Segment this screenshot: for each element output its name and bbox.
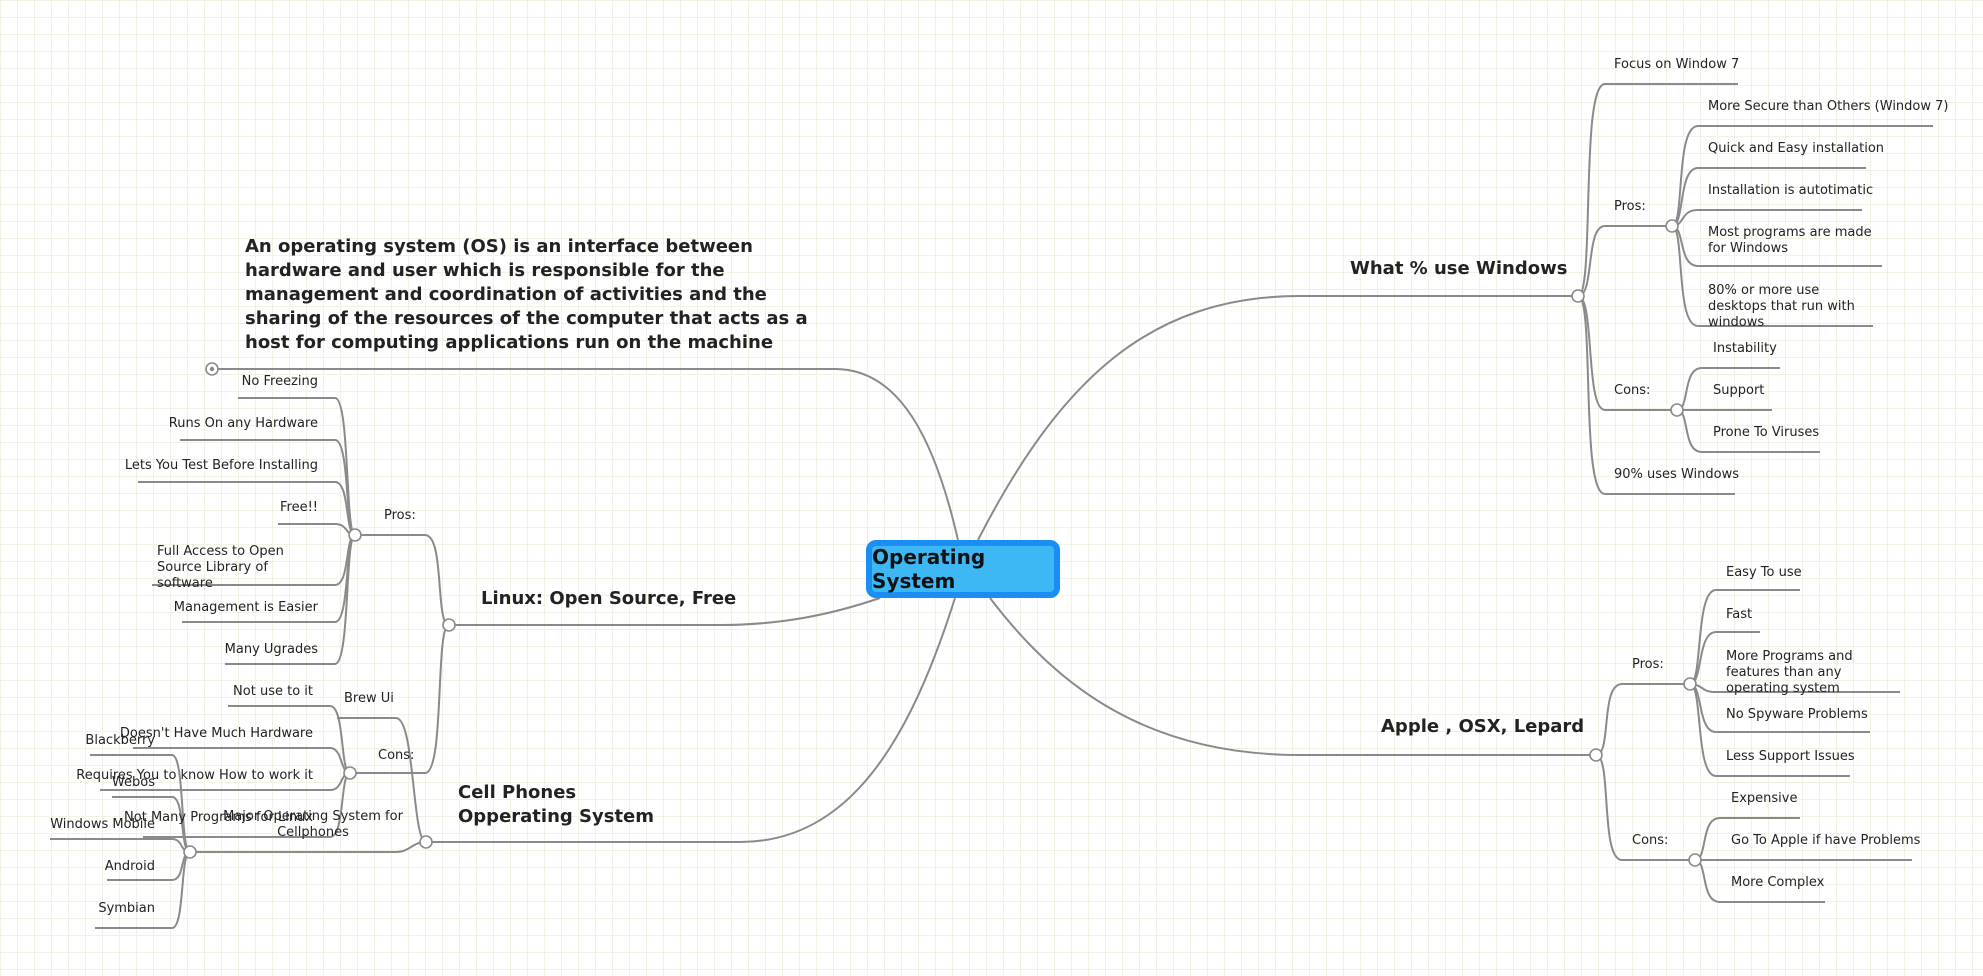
cell-brew-ui[interactable]: Brew Ui <box>344 691 394 706</box>
collapse-knob-dot[interactable] <box>209 366 215 372</box>
apple-con-item[interactable]: Go To Apple if have Problems <box>1731 833 1921 848</box>
linux-con-item[interactable]: Requires You to know How to work it <box>76 768 313 783</box>
connector-line <box>50 838 191 853</box>
central-topic[interactable]: Operating System <box>866 540 1060 598</box>
connector-line <box>350 624 450 774</box>
connector-line <box>1595 683 1690 756</box>
apple-pros-label[interactable]: Pros: <box>1632 657 1664 672</box>
apple-pro-item[interactable]: Easy To use <box>1726 565 1802 580</box>
connector-central-cell <box>426 597 956 843</box>
collapse-knob[interactable] <box>1665 219 1679 233</box>
branch-cell-phones[interactable]: Cell Phones Opperating System <box>458 782 655 827</box>
linux-con-item[interactable]: Not use to it <box>233 684 313 699</box>
linux-pro-item[interactable]: Management is Easier <box>173 600 318 615</box>
windows-pro-item[interactable]: Most programs are made for Windows <box>1708 225 1872 256</box>
windows-focus[interactable]: Focus on Window 7 <box>1614 57 1740 72</box>
connector-central-linux <box>449 597 881 626</box>
connector-line <box>337 717 427 843</box>
connector-line <box>138 481 356 536</box>
cell-os-item[interactable]: Symbian <box>98 901 155 916</box>
linux-pro-item[interactable]: No Freezing <box>241 374 318 389</box>
connector-central-windows <box>977 295 1578 541</box>
collapse-knob[interactable] <box>1688 853 1702 867</box>
cell-os-item[interactable]: Android <box>104 859 155 874</box>
cell-os-item[interactable]: Webos <box>111 775 155 790</box>
windows-pro-item[interactable]: 80% or more use desktops that run with w… <box>1708 283 1855 330</box>
windows-pro-item[interactable]: Installation is autotimatic <box>1708 183 1874 198</box>
connector-line <box>1577 83 1738 297</box>
connector-line <box>1577 295 1677 411</box>
apple-cons-label[interactable]: Cons: <box>1632 833 1669 848</box>
linux-con-item[interactable]: Doesn't Have Much Hardware <box>119 726 313 741</box>
linux-pros-label[interactable]: Pros: <box>384 508 416 523</box>
description-topic[interactable]: An operating system (OS) is an interface… <box>245 236 808 353</box>
collapse-knob[interactable] <box>343 766 357 780</box>
cell-major-os-label[interactable]: Major Operating System for Cellphones <box>223 809 403 840</box>
windows-pros-label[interactable]: Pros: <box>1614 199 1646 214</box>
linux-cons-label[interactable]: Cons: <box>378 748 415 763</box>
apple-pro-item[interactable]: Less Support Issues <box>1726 749 1855 764</box>
collapse-knob[interactable] <box>1670 403 1684 417</box>
windows-pro-item[interactable]: More Secure than Others (Window 7) <box>1708 99 1949 114</box>
connector-line <box>355 534 450 626</box>
connector-line <box>1577 295 1735 495</box>
branch-windows[interactable]: What % use Windows <box>1350 258 1568 279</box>
windows-cons-label[interactable]: Cons: <box>1614 383 1651 398</box>
linux-pro-item[interactable]: Full Access to Open Source Library of so… <box>157 544 284 591</box>
collapse-knob[interactable] <box>183 845 197 859</box>
connector-line <box>180 439 356 536</box>
apple-pro-item[interactable]: Fast <box>1726 607 1753 622</box>
connector-line <box>1577 225 1672 297</box>
branch-apple[interactable]: Apple , OSX, Lepard <box>1381 716 1585 737</box>
windows-con-item[interactable]: Instability <box>1713 341 1777 356</box>
connector-line <box>190 841 427 853</box>
connector-line <box>225 534 356 665</box>
windows-con-item[interactable]: Prone To Viruses <box>1713 425 1820 440</box>
collapse-knob[interactable] <box>419 835 433 849</box>
windows-pro-item[interactable]: Quick and Easy installation <box>1708 141 1885 156</box>
apple-con-item[interactable]: Expensive <box>1731 791 1798 806</box>
collapse-knob[interactable] <box>1683 677 1697 691</box>
apple-pro-item[interactable]: More Programs and features than any oper… <box>1726 649 1853 696</box>
connector-line <box>1595 754 1695 861</box>
cell-os-item[interactable]: Windows Mobile <box>50 817 155 832</box>
linux-pro-item[interactable]: Runs On any Hardware <box>168 416 318 431</box>
cell-os-item[interactable]: Blackberry <box>85 733 155 748</box>
linux-pro-item[interactable]: Many Ugrades <box>224 642 318 657</box>
windows-con-item[interactable]: Support <box>1713 383 1765 398</box>
linux-con-item[interactable]: Not Many Programs for Linux <box>124 810 313 825</box>
collapse-knob[interactable] <box>1571 289 1585 303</box>
connector-central-description <box>212 368 959 541</box>
connector-central-apple <box>989 597 1596 756</box>
apple-pro-item[interactable]: No Spyware Problems <box>1726 707 1868 722</box>
linux-pro-item[interactable]: Lets You Test Before Installing <box>124 458 318 473</box>
branch-linux[interactable]: Linux: Open Source, Free <box>481 588 737 609</box>
connector-line <box>278 523 356 536</box>
connector-line <box>1671 209 1862 227</box>
apple-con-item[interactable]: More Complex <box>1731 875 1825 890</box>
collapse-knob[interactable] <box>1589 748 1603 762</box>
windows-usage[interactable]: 90% uses Windows <box>1614 467 1739 482</box>
collapse-knob[interactable] <box>442 618 456 632</box>
linux-pro-item[interactable]: Free!! <box>279 500 318 515</box>
collapse-knob[interactable] <box>348 528 362 542</box>
central-topic-label: Operating System <box>872 545 986 593</box>
